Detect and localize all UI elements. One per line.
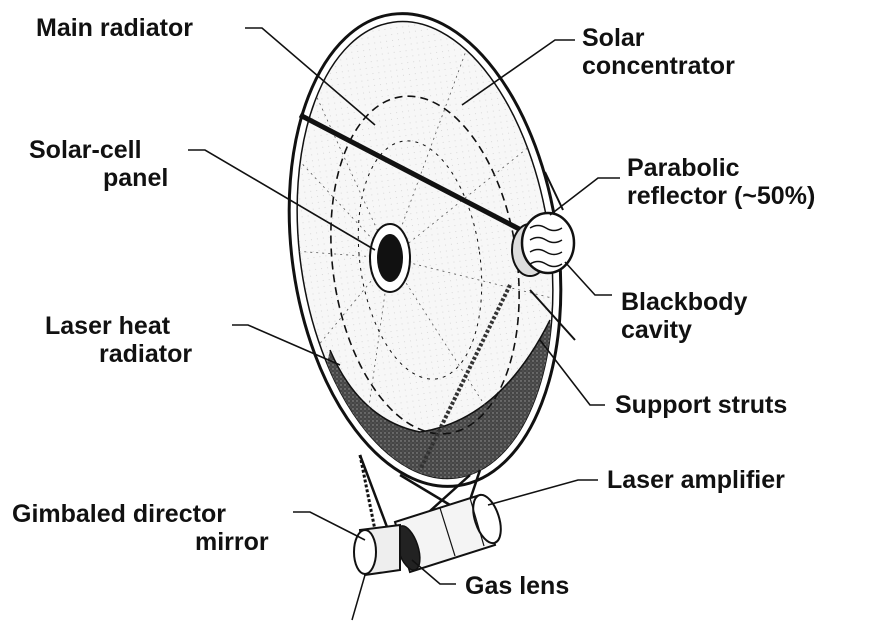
gimbaled-director-mirror [352, 525, 400, 620]
label-main-radiator: Main radiator [36, 14, 193, 42]
solar-cell-panel-disc [370, 224, 410, 292]
label-gas-lens: Gas lens [465, 572, 569, 600]
label-support-struts: Support struts [615, 391, 787, 419]
label-laser-amplifier: Laser amplifier [607, 466, 785, 494]
